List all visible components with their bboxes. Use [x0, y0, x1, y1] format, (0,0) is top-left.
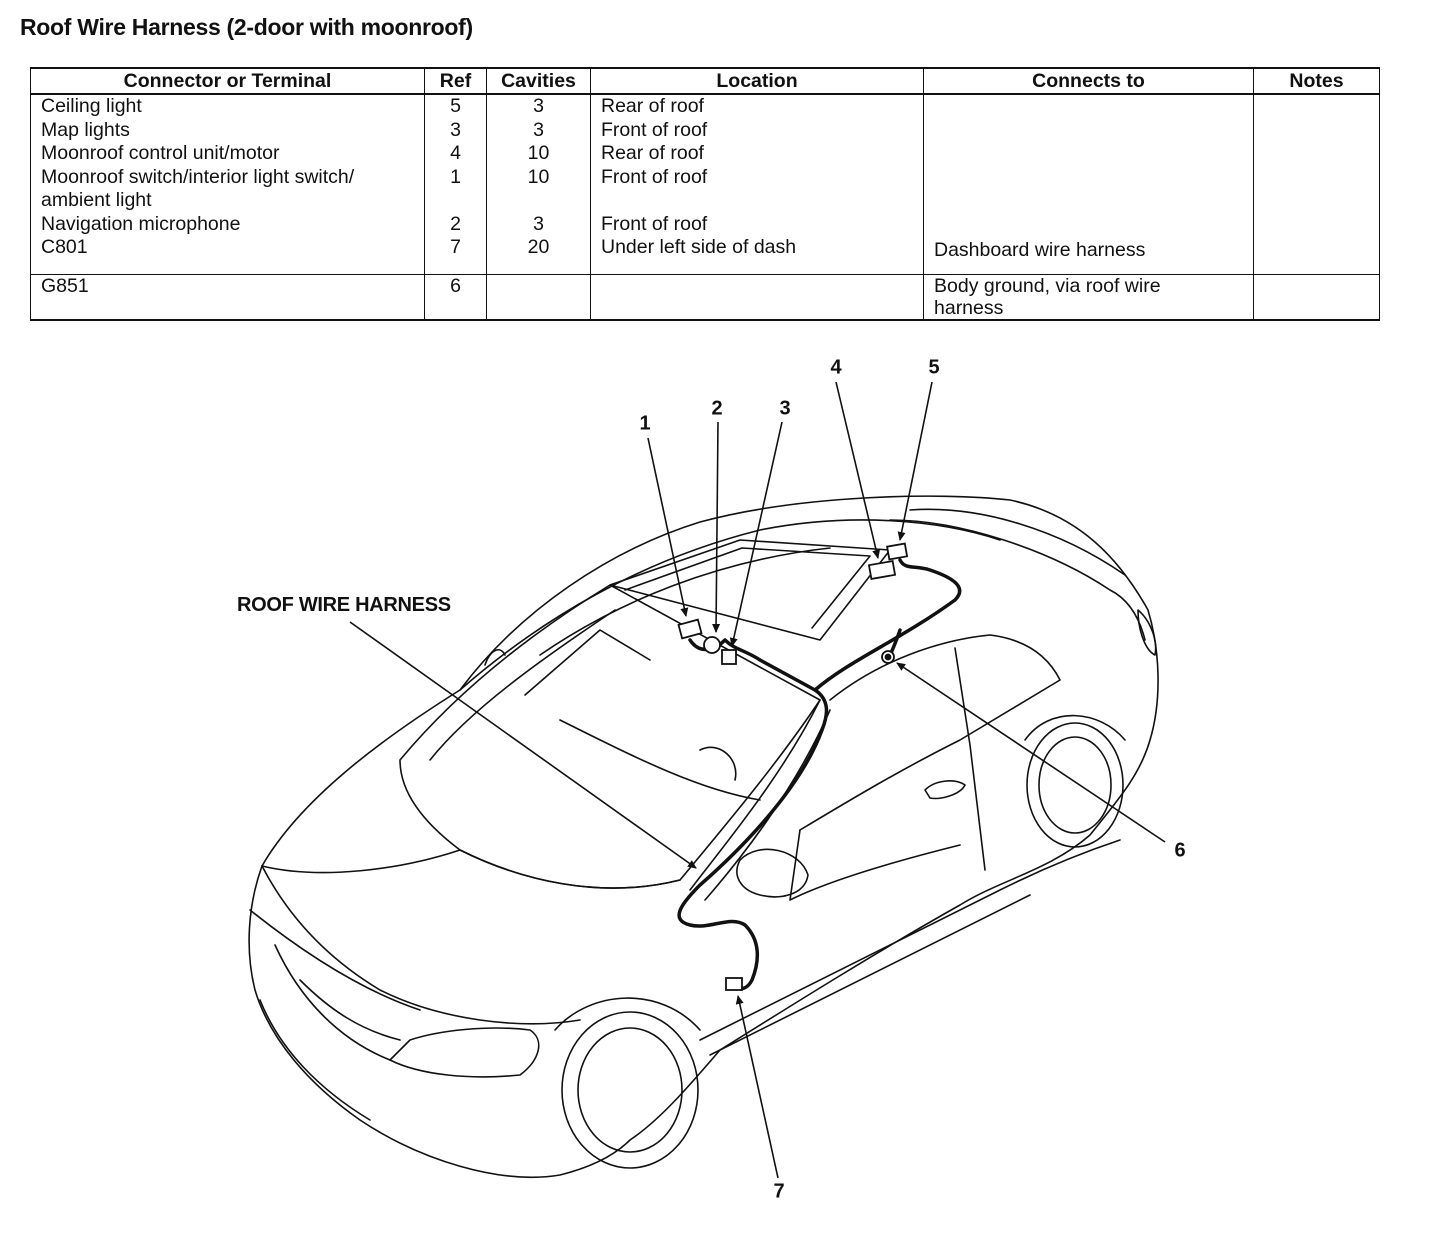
cavities-cell	[486, 273, 591, 321]
callout-7: 7	[773, 1180, 785, 1203]
notes-column	[1253, 94, 1380, 274]
ref-cell: 3	[450, 118, 461, 141]
location-cell: Front of roof	[601, 118, 708, 141]
header-cavities: Cavities	[486, 67, 591, 95]
connector-2-icon	[703, 636, 721, 654]
connector-table: Connector or Terminal Ref Cavities Locat…	[30, 67, 1380, 321]
header-connects-to: Connects to	[923, 67, 1254, 95]
connector-column: Ceiling light Map lights Moonroof contro…	[30, 94, 425, 274]
connectors	[677, 542, 909, 991]
notes-cell	[1253, 273, 1380, 321]
table-header-row: Connector or Terminal Ref Cavities Locat…	[30, 67, 1380, 95]
location-cell: Rear of roof	[601, 95, 704, 117]
connector-3-icon	[721, 649, 737, 665]
connects-to-cell-continued: harness	[934, 296, 1004, 319]
connects-to-cell: Dashboard wire harness	[934, 239, 1146, 261]
ref-cell: 2	[450, 212, 461, 235]
header-notes: Notes	[1253, 67, 1380, 95]
cavities-cell: 3	[533, 212, 544, 235]
cavities-cell: 10	[527, 165, 550, 188]
connector-7-icon	[725, 977, 743, 991]
connector-cell: Ceiling light	[41, 95, 142, 117]
connects-to-column: Dashboard wire harness	[923, 94, 1254, 274]
connector-cell-continued: ambient light	[41, 189, 152, 211]
callout-1: 1	[639, 412, 651, 435]
cavities-cell: 20	[527, 236, 550, 258]
location-cell: Front of roof	[601, 212, 708, 235]
header-connector: Connector or Terminal	[30, 67, 425, 95]
callout-5: 5	[928, 356, 940, 379]
location-cell	[590, 273, 924, 321]
connector-cell: C801	[41, 236, 88, 258]
connector-cell: Map lights	[41, 118, 130, 141]
ref-cell: 7	[450, 236, 461, 258]
connects-to-column: Body ground, via roof wire harness	[923, 273, 1254, 321]
callout-3: 3	[779, 397, 791, 420]
location-cell: Under left side of dash	[601, 236, 797, 258]
cavities-cell: 3	[533, 118, 544, 141]
ref-cell: 5	[450, 95, 461, 117]
cavities-cell: 3	[533, 95, 544, 117]
connector-cell: G851	[30, 273, 425, 321]
ref-cell: 6	[424, 273, 487, 321]
header-location: Location	[590, 67, 924, 95]
table-row: Ceiling light Map lights Moonroof contro…	[30, 94, 1380, 274]
connector-cell: Moonroof control unit/motor	[41, 142, 280, 164]
roof-wire-harness	[677, 558, 962, 991]
cavities-column: 3 3 10 10 3 20	[486, 94, 591, 274]
harness-label: ROOF WIRE HARNESS	[237, 594, 451, 616]
connector-4-icon	[867, 559, 897, 581]
location-column: Rear of roof Front of roof Rear of roof …	[590, 94, 924, 274]
ref-cell: 1	[450, 165, 461, 188]
connector-cell: Moonroof switch/interior light switch/	[41, 165, 355, 188]
connects-to-cell: Body ground, via roof wire	[934, 274, 1161, 297]
connector-1-icon	[677, 618, 703, 640]
connector-cell: Navigation microphone	[41, 212, 241, 235]
callout-2: 2	[711, 397, 723, 420]
connector-5-icon	[886, 542, 909, 561]
cavities-cell: 10	[527, 142, 550, 164]
location-cell: Rear of roof	[601, 142, 704, 164]
callout-4: 4	[830, 356, 842, 379]
ref-column: 5 3 4 1 2 7	[424, 94, 487, 274]
ref-cell: 4	[450, 142, 461, 164]
callout-6: 6	[1174, 839, 1186, 862]
header-ref: Ref	[424, 67, 487, 95]
location-cell: Front of roof	[601, 165, 708, 188]
page-title: Roof Wire Harness (2-door with moonroof)	[20, 14, 473, 40]
ground-6-icon	[881, 650, 895, 664]
table-row-ground: G851 6 Body ground, via roof wire harnes…	[30, 273, 1380, 321]
leader-lines	[349, 381, 1166, 1179]
